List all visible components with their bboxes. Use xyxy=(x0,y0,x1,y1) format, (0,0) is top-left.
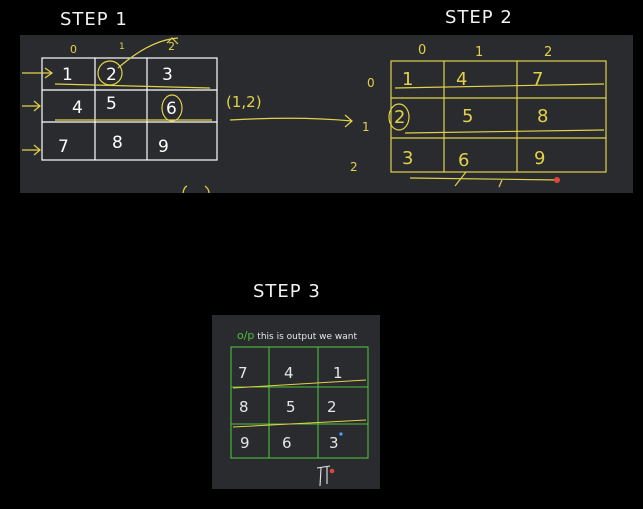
step3-cell-2-1: 6 xyxy=(282,434,292,452)
step3-cell-2-2: 3 xyxy=(329,434,339,452)
step1-cells: 1 2 3 4 5 6 7 8 9 xyxy=(58,65,177,157)
step2-cell-1-2: 8 xyxy=(537,106,548,127)
pointer-dot xyxy=(554,177,560,183)
step3-caption-prefix: o/p xyxy=(237,329,255,342)
step3-cell-0-1: 4 xyxy=(284,364,294,382)
step2-col-mark-0: 0 xyxy=(418,43,426,58)
step3-cell-2-0: 9 xyxy=(240,434,250,452)
step3-cell-1-0: 8 xyxy=(239,398,249,416)
step2-cell-0-1: 4 xyxy=(456,69,467,90)
step3-caption-text: this is output we want xyxy=(257,332,358,342)
step2-cell-1-0: 2 xyxy=(394,107,405,128)
step1-cell-1-1: 5 xyxy=(106,94,117,114)
step2-col-mark-1: 1 xyxy=(475,45,483,60)
step1-cell-2-1: 8 xyxy=(112,133,123,153)
step3-cell-0-0: 7 xyxy=(238,364,248,382)
step3-caption: o/p this is output we want xyxy=(237,329,357,342)
step2-cell-2-2: 9 xyxy=(534,148,545,169)
step1-annotation: (1,2) xyxy=(226,93,262,111)
step3-pointer-dot xyxy=(329,468,335,474)
step2-cell-2-1: 6 xyxy=(458,150,469,171)
step1-col-mark-2: 2 xyxy=(168,40,175,53)
step2-cell-0-2: 7 xyxy=(532,69,543,90)
step3-strikes xyxy=(232,379,367,428)
step1-cell-0-0: 1 xyxy=(62,65,73,85)
step2-grid xyxy=(388,60,607,188)
whiteboard-panel-step-3 xyxy=(212,315,380,489)
step2-row-mark-1: 1 xyxy=(362,120,370,134)
step1-cell-2-2: 9 xyxy=(158,137,169,157)
step1-cell-2-0: 7 xyxy=(58,137,69,157)
step2-cell-2-0: 3 xyxy=(402,148,413,169)
step2-title: STEP 2 xyxy=(445,7,513,28)
step1-cell-0-1: 2 xyxy=(106,65,117,85)
step1-col-mark-1: 1 xyxy=(119,42,125,52)
step3-cell-1-1: 5 xyxy=(286,398,296,416)
step1-col-mark-0: 0 xyxy=(70,43,77,56)
step3-scribble xyxy=(316,465,331,487)
step1-title: STEP 1 xyxy=(60,9,128,30)
step2-row-mark-0: 0 xyxy=(367,76,375,90)
step1-row-arrows xyxy=(22,37,212,156)
step1-cell-0-2: 3 xyxy=(162,65,173,85)
step2-col-mark-2: 2 xyxy=(544,45,552,60)
step3-title: STEP 3 xyxy=(253,281,321,302)
step2-cells: 1 4 7 2 5 8 3 6 9 xyxy=(394,69,548,171)
step3-blue-dot xyxy=(339,432,343,436)
step3-grid xyxy=(230,346,369,459)
step3-cells: 7 4 1 8 5 2 9 6 3 xyxy=(238,364,343,452)
step1-cell-1-2: 6 xyxy=(166,99,177,119)
transition-arrow xyxy=(182,114,353,194)
step3-cell-0-2: 1 xyxy=(333,364,343,382)
step1-cell-1-0: 4 xyxy=(72,98,83,118)
step2-cell-1-1: 5 xyxy=(462,106,473,127)
step2-row-mark-2: 2 xyxy=(350,160,358,174)
step3-cell-1-2: 2 xyxy=(327,398,337,416)
step2-cell-0-0: 1 xyxy=(402,69,413,90)
